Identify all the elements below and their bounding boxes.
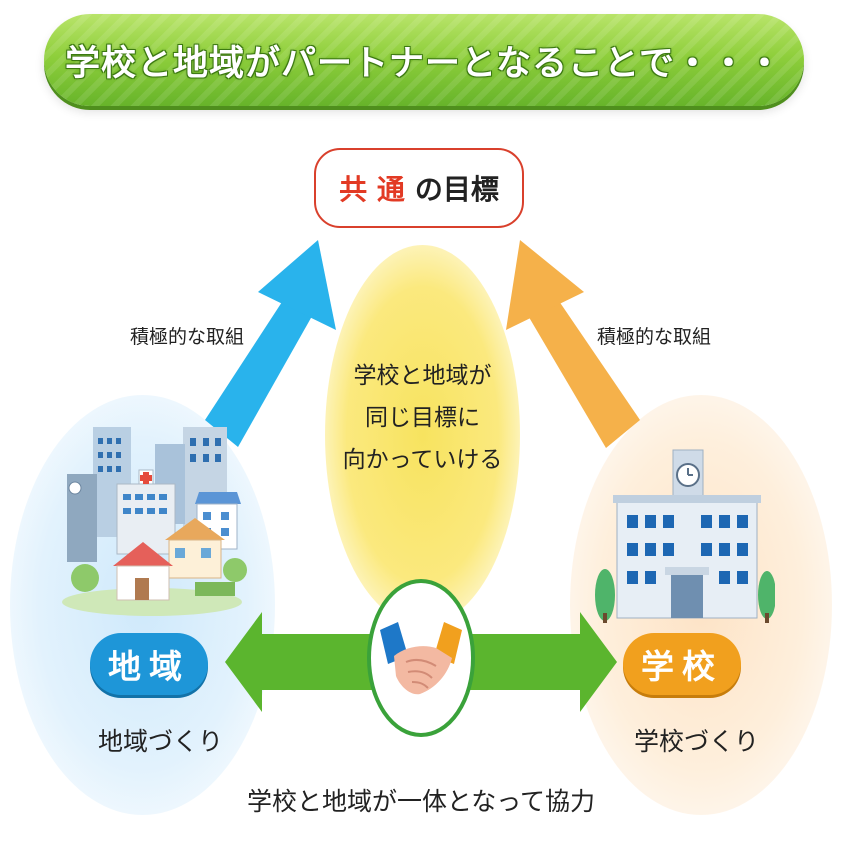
cooperation-caption: 学校と地域が一体となって協力	[246, 787, 595, 816]
common-goal-accent: 共 通	[339, 173, 405, 206]
handshake-icon	[367, 579, 475, 737]
community-badge-label: 地域	[108, 647, 190, 686]
community-caption: 地域づくり	[98, 727, 224, 756]
school-badge-label: 学校	[641, 647, 723, 686]
center-line-2: 同じ目標に	[365, 405, 480, 431]
center-line-3: 向かっていける	[342, 447, 503, 473]
banner-title: 学校と地域がパートナーとなることで・・・	[65, 43, 783, 84]
left-arrow-label: 積極的な取組	[130, 326, 245, 348]
center-message: 学校と地域が 同じ目標に 向かっていける	[325, 355, 520, 481]
school-caption: 学校づくり	[634, 727, 760, 756]
community-badge: 地域	[90, 633, 208, 695]
community-to-goal-arrow	[205, 240, 336, 447]
center-line-1: 学校と地域が	[353, 363, 492, 389]
common-goal-text: の目標	[414, 173, 499, 206]
school-building-icon	[595, 449, 775, 623]
school-to-goal-arrow	[506, 240, 640, 448]
title-banner: 学校と地域がパートナーとなることで・・・	[44, 14, 804, 106]
school-badge: 学校	[623, 633, 741, 695]
common-goal-box: 共 通 の目標	[314, 148, 524, 228]
center-glow	[325, 245, 520, 625]
city-buildings-icon	[62, 427, 247, 616]
right-arrow-label: 積極的な取組	[597, 326, 712, 348]
